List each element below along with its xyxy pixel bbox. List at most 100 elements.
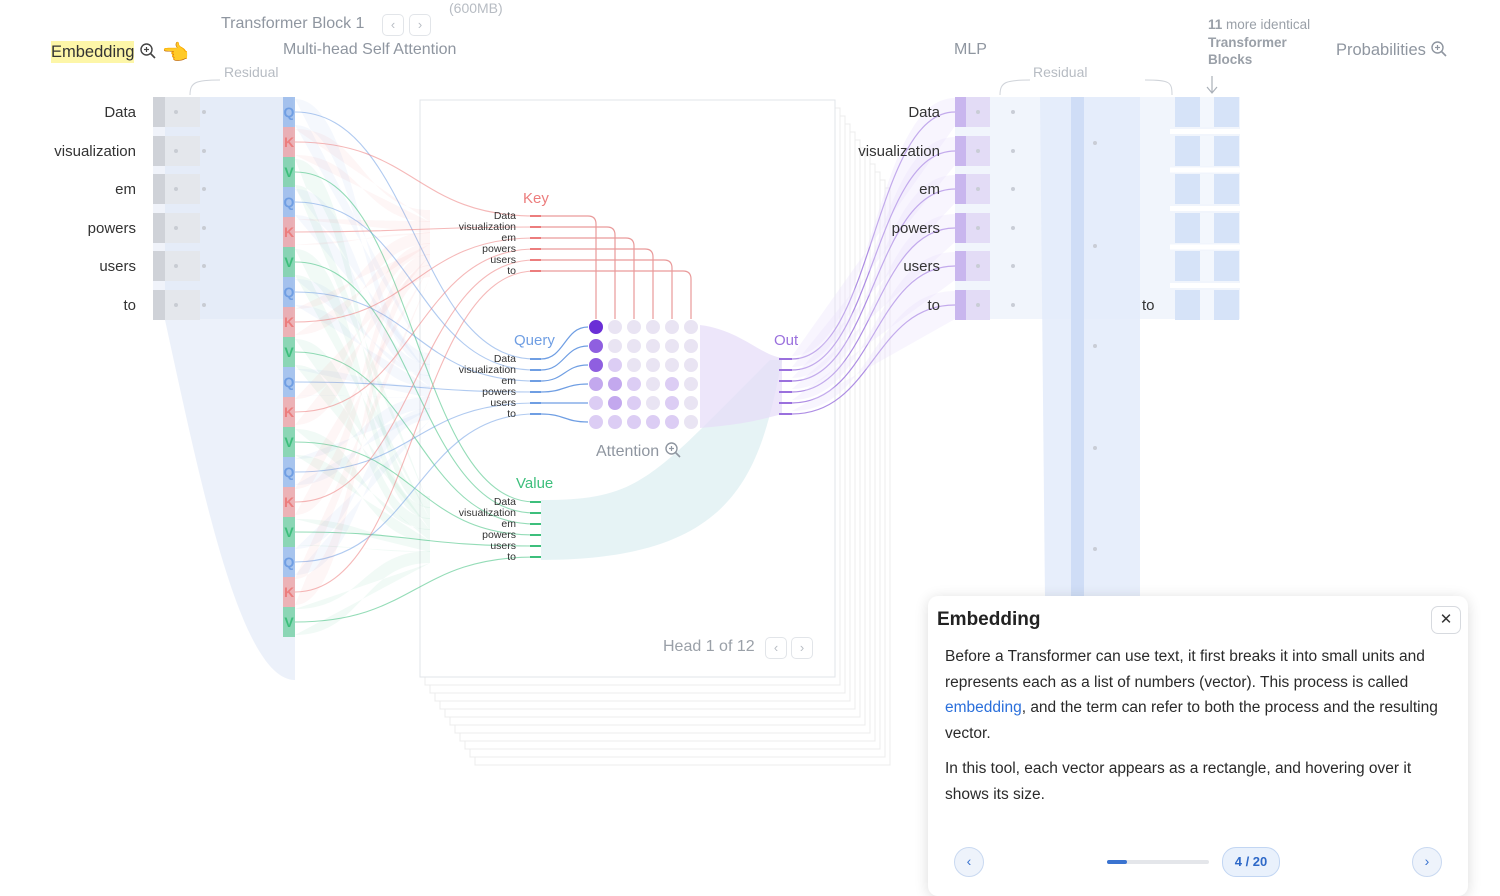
query-to-grid-line xyxy=(540,413,589,423)
chevron-right-icon: › xyxy=(1424,853,1430,869)
block-output-highlight xyxy=(1200,97,1214,127)
token-right-2[interactable]: visualization xyxy=(858,143,940,160)
value-token-label: Data xyxy=(494,496,516,508)
qkv-vector xyxy=(283,97,295,127)
vector-dot xyxy=(202,264,206,268)
vector-dot xyxy=(174,149,178,153)
attention-cell xyxy=(588,338,604,354)
token-left-5[interactable]: users xyxy=(99,258,136,275)
vector-dot xyxy=(174,226,178,230)
qkv-flow-line xyxy=(294,201,536,371)
info-panel: Embedding ✕ Before a Transformer can use… xyxy=(928,596,1468,896)
qkv-letter: Q xyxy=(284,374,295,390)
output-token[interactable]: to xyxy=(1142,297,1155,314)
qkv-flow-band xyxy=(295,397,430,485)
chevron-right-icon: › xyxy=(417,17,423,32)
block-output-highlight xyxy=(1200,136,1214,166)
mlp-expansion xyxy=(1040,97,1140,638)
token-left-4[interactable]: powers xyxy=(87,220,136,237)
step-progress-fill xyxy=(1107,860,1128,864)
attention-cell xyxy=(664,414,680,430)
qkv-vector xyxy=(283,277,295,307)
zoom-in-icon[interactable] xyxy=(664,441,682,464)
token-right-5[interactable]: users xyxy=(903,258,940,275)
token-left-1[interactable]: Data xyxy=(104,104,136,121)
vector-dot xyxy=(1011,149,1015,153)
attention-cell xyxy=(607,338,623,354)
prev-block-button[interactable]: ‹ xyxy=(382,14,404,36)
qkv-letter: Q xyxy=(284,194,295,210)
token-right-4[interactable]: powers xyxy=(891,220,940,237)
key-to-grid-line xyxy=(541,237,635,319)
token-right-1[interactable]: Data xyxy=(908,104,940,121)
query-token-label: powers xyxy=(482,386,516,398)
attention-cell xyxy=(664,338,680,354)
qkv-flow-band xyxy=(295,265,430,605)
qkv-letter: V xyxy=(284,434,294,450)
attention-cell xyxy=(626,319,642,335)
probabilities-label[interactable]: Probabilities xyxy=(1336,40,1448,63)
qkv-vector xyxy=(283,127,295,157)
more-blocks-note: 11 more identical Transformer Blocks xyxy=(1208,16,1310,69)
qkv-letter: Q xyxy=(284,284,295,300)
zoom-in-icon[interactable] xyxy=(1430,40,1448,63)
key-token-label: users xyxy=(490,254,516,266)
token-right-6[interactable]: to xyxy=(927,297,940,314)
token-left-6[interactable]: to xyxy=(123,297,136,314)
token-left-3[interactable]: em xyxy=(115,181,136,198)
attention-cell xyxy=(588,395,604,411)
out-to-mlp-line xyxy=(791,227,956,393)
embedding-link[interactable]: embedding xyxy=(945,699,1022,716)
vector-dot xyxy=(174,303,178,307)
token-right-3[interactable]: em xyxy=(919,181,940,198)
embedding-vector-body xyxy=(165,136,200,166)
panel-title: Embedding xyxy=(937,609,1041,630)
attention-cell xyxy=(683,357,699,373)
vector-dot xyxy=(976,226,980,230)
more-blocks-line3: Blocks xyxy=(1208,52,1253,67)
query-to-grid-line xyxy=(540,383,589,393)
qkv-letter: K xyxy=(284,494,294,510)
qkv-flow-band xyxy=(295,279,430,387)
out-to-mlp-band xyxy=(792,137,955,367)
vector-dot xyxy=(1093,141,1097,145)
next-head-button[interactable]: › xyxy=(791,637,813,659)
attention-cell xyxy=(607,357,623,373)
qkv-vector xyxy=(283,577,295,607)
embedding-vector xyxy=(153,213,165,243)
vector-dot xyxy=(1093,244,1097,248)
qkv-flow-band xyxy=(295,243,430,425)
qkv-flow-band xyxy=(295,551,430,635)
mlp-input-vector xyxy=(955,97,966,127)
key-to-grid-line xyxy=(541,226,616,319)
panel-paragraph-1: Before a Transformer can use text, it fi… xyxy=(945,644,1450,746)
close-icon: ✕ xyxy=(1439,611,1453,628)
step-progress-bar xyxy=(1107,860,1209,864)
vector-dot xyxy=(1093,547,1097,551)
clipped-model-size: (600MB) xyxy=(449,0,503,16)
prev-head-button[interactable]: ‹ xyxy=(765,637,787,659)
vector-dot xyxy=(976,303,980,307)
attention-label[interactable]: Attention xyxy=(596,441,682,464)
close-button[interactable]: ✕ xyxy=(1431,606,1461,634)
embedding-label-text: Embedding xyxy=(51,41,135,63)
vector-dot xyxy=(1093,344,1097,348)
next-step-button[interactable]: › xyxy=(1412,847,1442,877)
qkv-letter: Q xyxy=(284,104,295,120)
prev-step-button[interactable]: ‹ xyxy=(954,847,984,877)
embedding-vector-body xyxy=(165,290,200,320)
qkv-flow-band xyxy=(295,189,430,376)
qkv-letter: V xyxy=(284,524,294,540)
embedding-label[interactable]: Embedding 👈 xyxy=(51,40,189,66)
chevron-left-icon: ‹ xyxy=(390,17,396,32)
qkv-flow-band xyxy=(295,519,430,552)
out-to-mlp-line xyxy=(791,150,956,371)
zoom-in-icon[interactable] xyxy=(139,42,157,65)
mlp-input-vector xyxy=(955,251,966,281)
value-token-label: users xyxy=(490,540,516,552)
next-block-button[interactable]: › xyxy=(409,14,431,36)
down-arrow-icon xyxy=(1206,76,1218,94)
qkv-letter: K xyxy=(284,404,294,420)
token-left-2[interactable]: visualization xyxy=(54,143,136,160)
embedding-vector xyxy=(153,136,165,166)
